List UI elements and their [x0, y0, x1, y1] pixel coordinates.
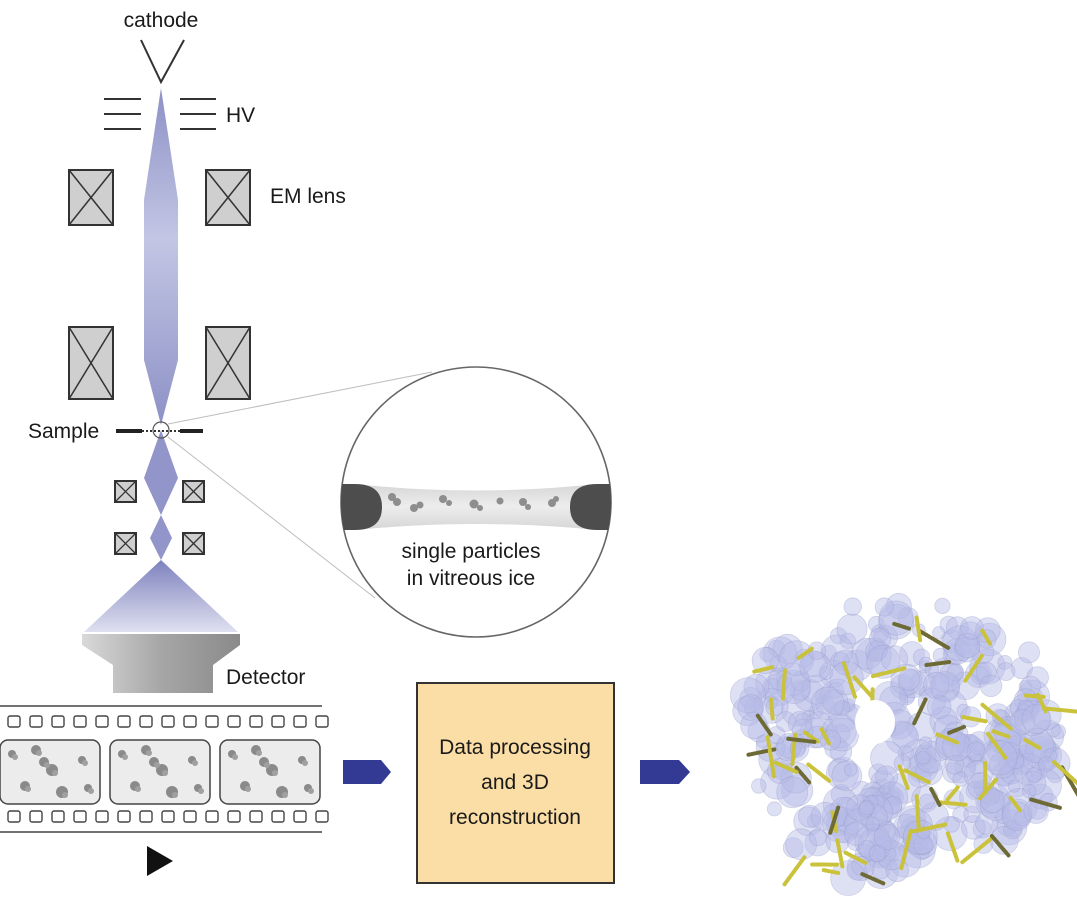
cathode-label: cathode [124, 9, 199, 32]
small-lens-3 [114, 532, 137, 555]
em-lens-lower-left [68, 326, 114, 400]
hv-plates [104, 98, 216, 130]
play-triangle [147, 846, 173, 876]
micrograph-film-strip [0, 705, 329, 833]
data-processing-box: Data processing and 3D reconstruction [416, 682, 615, 884]
sample-label: Sample [28, 420, 99, 443]
electron-beam [84, 88, 238, 632]
arrow-to-structure [640, 760, 690, 784]
detector [82, 634, 240, 693]
em-lens-upper-left [68, 169, 114, 226]
processing-label-line3: reconstruction [449, 806, 581, 829]
em-lens-lower-right [205, 326, 251, 400]
processing-label-line1: Data processing [439, 736, 591, 759]
small-lens-2 [182, 480, 205, 503]
density-map [729, 592, 1071, 896]
film-sprocket-holes [7, 715, 329, 823]
detector-label: Detector [226, 666, 305, 689]
zoom-guide-lines [167, 371, 433, 599]
inset-label-line1: single particles [402, 540, 541, 563]
em-lens-upper-right [205, 169, 251, 226]
ice-particles [388, 493, 559, 512]
inset-label-line2: in vitreous ice [407, 567, 535, 590]
reconstructed-3d-structure [729, 592, 1077, 896]
em-lens-label: EM lens [270, 185, 346, 208]
cathode [140, 39, 185, 85]
sample-holder [116, 421, 203, 439]
processing-label-line2: and 3D [481, 771, 549, 794]
hv-label: HV [226, 104, 255, 127]
arrow-to-processing [343, 760, 391, 784]
small-lens-4 [182, 532, 205, 555]
vitreous-ice-inset: single particles in vitreous ice [340, 366, 612, 638]
small-lens-1 [114, 480, 137, 503]
